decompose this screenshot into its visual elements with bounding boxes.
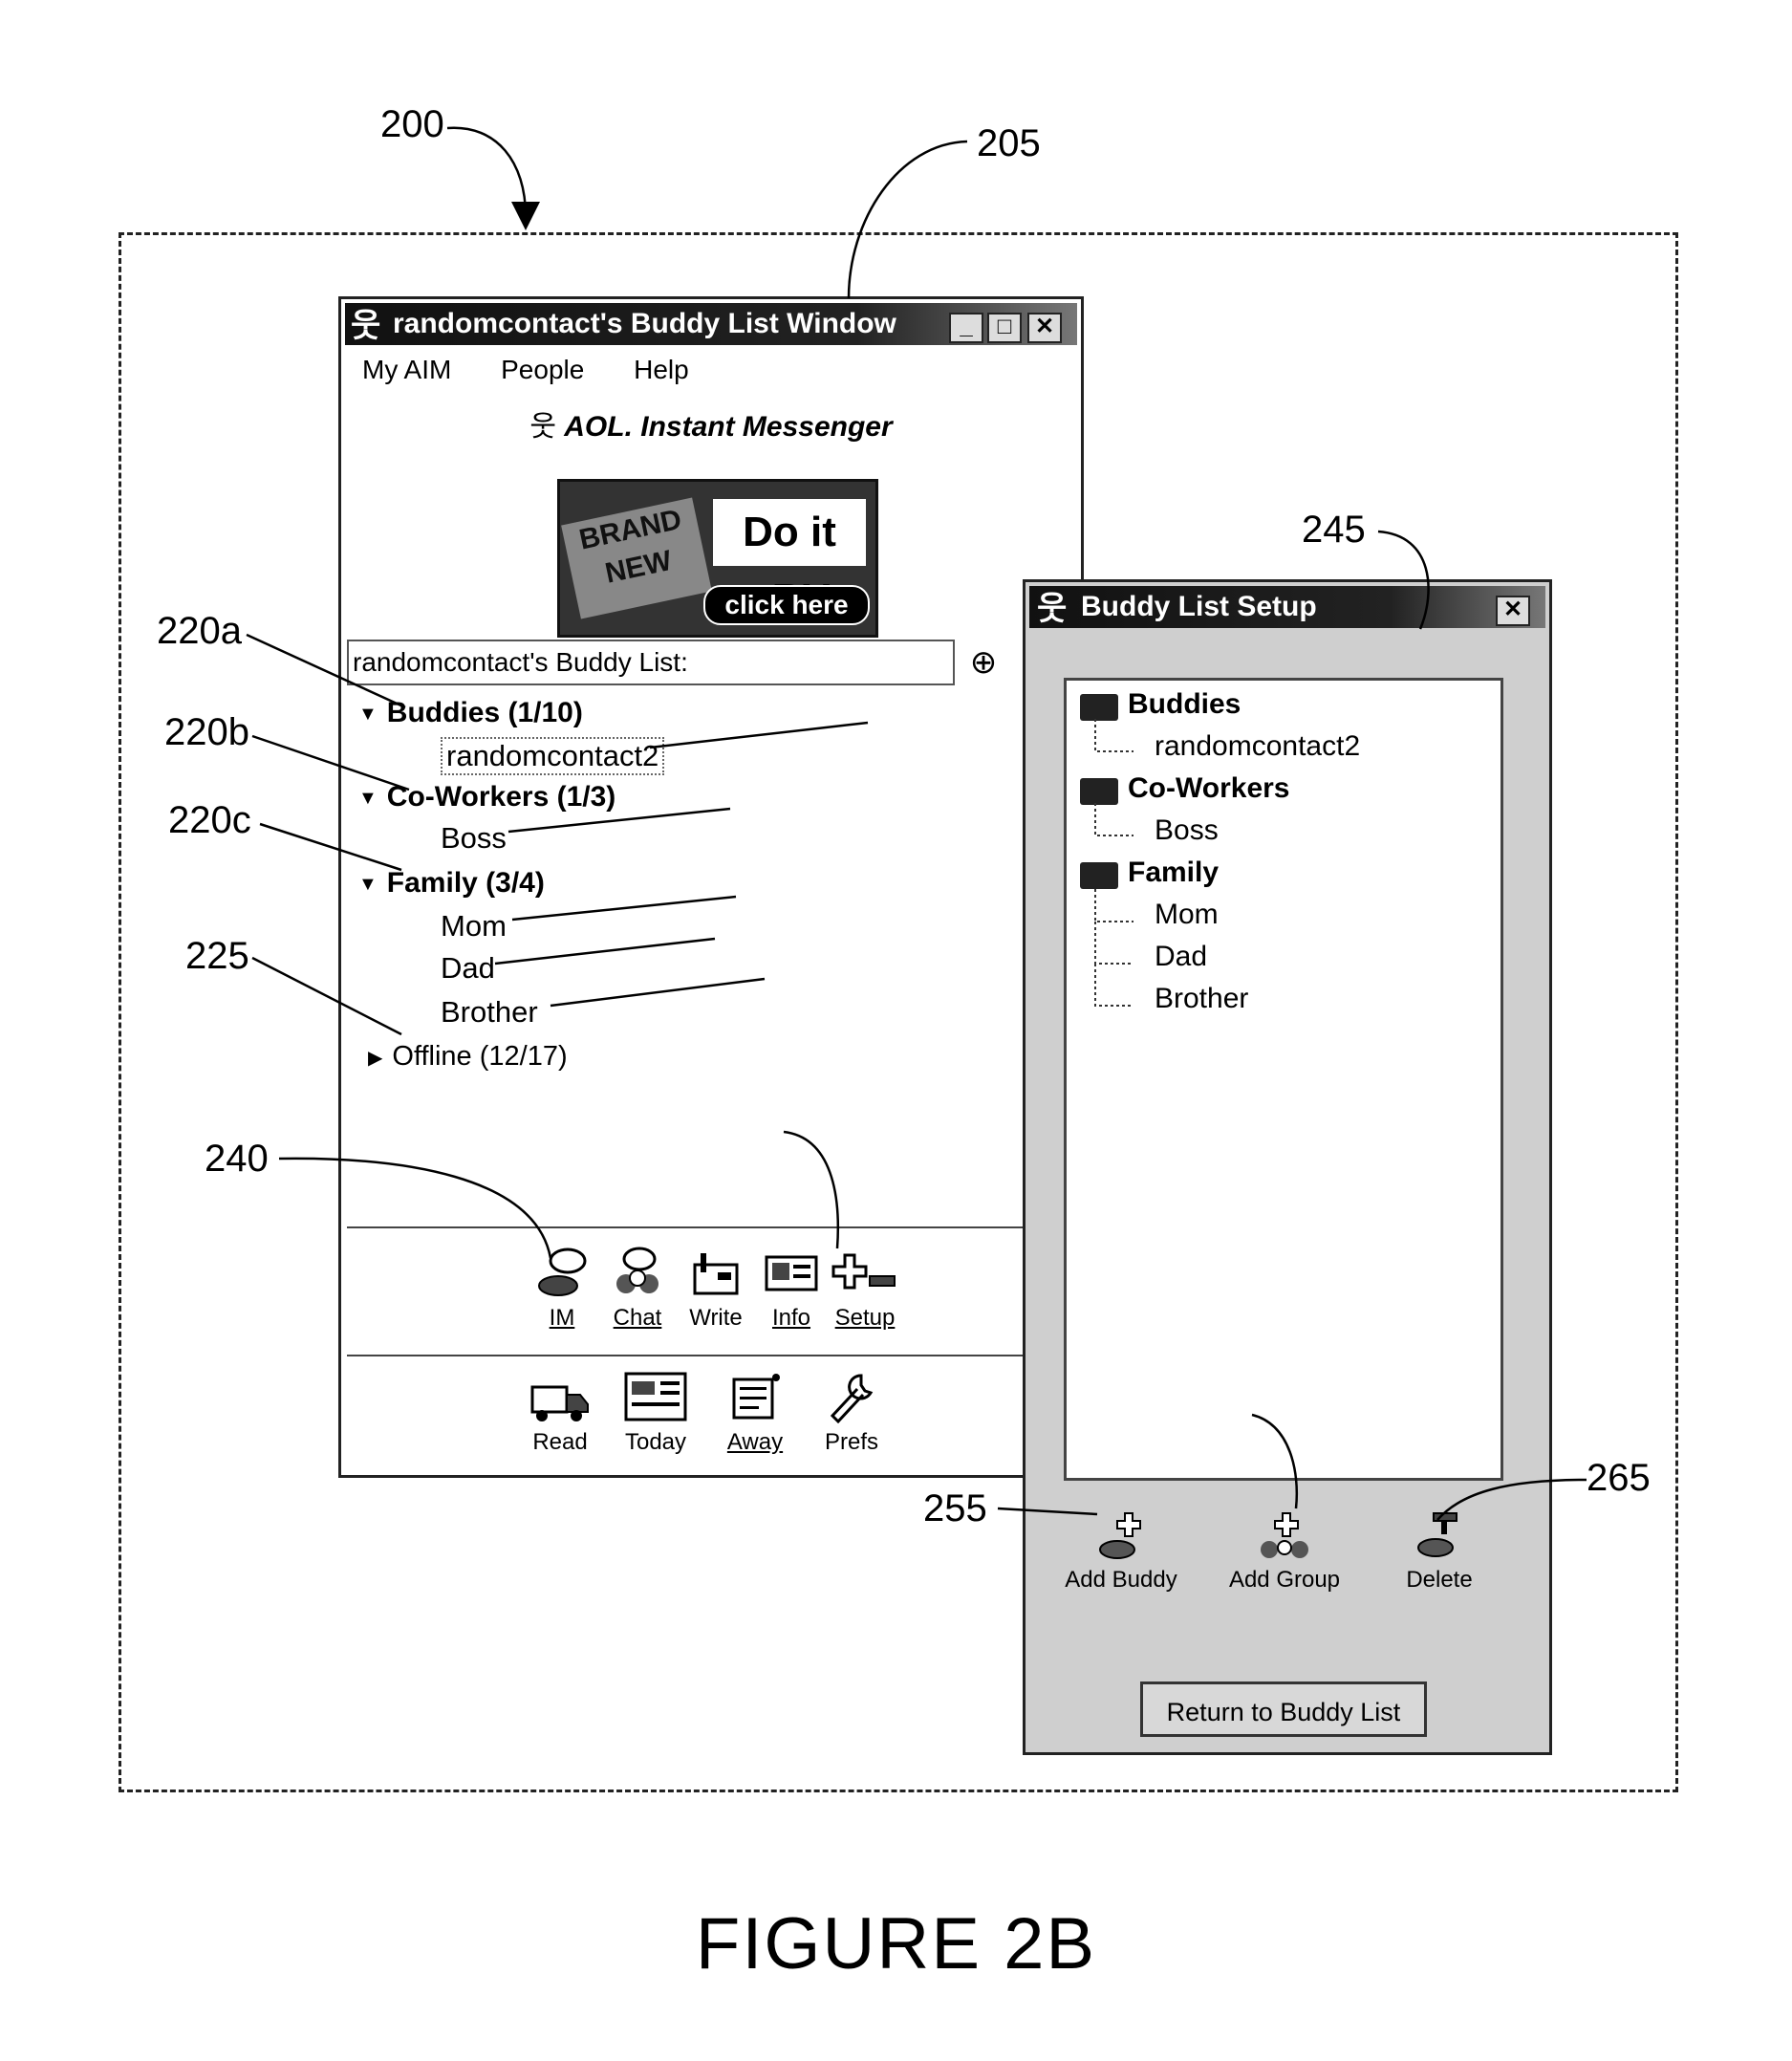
globe-icon[interactable]: ⊕ (961, 643, 1006, 682)
aim-logo-icon: 웃 (529, 411, 564, 443)
group-co-workers[interactable]: ▼Co-Workers (1/3) (358, 781, 615, 814)
add-group-icon (1254, 1509, 1315, 1561)
close-button[interactable]: ✕ (1027, 313, 1062, 343)
tree-item-dad[interactable]: Dad (1155, 941, 1207, 973)
setup-tree-panel: Buddies randomcontact2 Co-Workers Boss F… (1064, 678, 1503, 1481)
group-family[interactable]: ▼Family (3/4) (358, 867, 545, 900)
folder-icon (1080, 694, 1118, 721)
away-button[interactable]: Away (712, 1370, 798, 1456)
maximize-button[interactable]: □ (987, 313, 1022, 343)
buddy-boss[interactable]: Boss (441, 821, 507, 856)
ref-205: 205 (977, 122, 1041, 165)
read-button[interactable]: Read (519, 1370, 601, 1456)
toolbar-divider (347, 1226, 1075, 1228)
collapse-triangle-icon: ▶ (368, 1046, 382, 1070)
ebay-ad-banner[interactable]: BRAND NEW Do it eBY click here (557, 479, 878, 638)
add-buddy-icon (1092, 1509, 1150, 1561)
add-buddy-button[interactable]: Add Buddy (1054, 1509, 1188, 1594)
buddy-window-title: randomcontact's Buddy List Window (393, 308, 896, 339)
tree-group-buddies[interactable]: Buddies (1128, 688, 1241, 721)
ref-220a: 220a (157, 610, 242, 653)
im-icon (535, 1246, 589, 1299)
buddy-mom[interactable]: Mom (441, 909, 507, 944)
minimize-button[interactable]: _ (949, 313, 983, 343)
ref-240: 240 (205, 1138, 269, 1181)
aol-brand: 웃 AOL. Instant Messenger (353, 404, 1069, 450)
delete-icon (1413, 1509, 1466, 1561)
menu-people[interactable]: People (487, 355, 584, 384)
expand-triangle-icon: ▼ (358, 874, 378, 896)
newspaper-icon (622, 1370, 689, 1423)
ref-225: 225 (185, 935, 249, 978)
expand-triangle-icon: ▼ (358, 704, 378, 726)
buddy-randomcontact2[interactable]: randomcontact2 (441, 737, 664, 775)
tree-item-boss[interactable]: Boss (1155, 814, 1219, 847)
buddy-list-window: 웃 randomcontact's Buddy List Window _ □ … (338, 296, 1084, 1478)
today-button[interactable]: Today (613, 1370, 699, 1456)
ref-265: 265 (1587, 1457, 1651, 1500)
buddy-list-header: randomcontact's Buddy List: (347, 640, 955, 685)
ref-220c: 220c (168, 799, 251, 842)
menu-my-aim[interactable]: My AIM (349, 355, 451, 384)
group-buddies[interactable]: ▼Buddies (1/10) (358, 697, 583, 729)
expand-triangle-icon: ▼ (358, 788, 378, 810)
prefs-button[interactable]: Prefs (813, 1370, 890, 1456)
chat-icon (609, 1246, 666, 1299)
ad-ebay-logo: Do it eBY (713, 499, 866, 566)
add-group-button[interactable]: Add Group (1213, 1509, 1356, 1594)
aim-running-man-icon: 웃 (1037, 588, 1067, 628)
toolbar-divider (347, 1355, 1075, 1356)
tree-item-randomcontact2[interactable]: randomcontact2 (1155, 730, 1360, 763)
buddy-dad[interactable]: Dad (441, 951, 495, 986)
away-note-icon (726, 1370, 784, 1423)
return-to-buddy-list-button[interactable]: Return to Buddy List (1140, 1681, 1427, 1737)
aim-running-man-icon: 웃 (351, 305, 380, 345)
write-button[interactable]: Write (678, 1246, 754, 1332)
tree-item-brother[interactable]: Brother (1155, 983, 1248, 1015)
ref-220b: 220b (164, 711, 249, 754)
ref-245: 245 (1302, 509, 1366, 552)
mail-truck-icon (527, 1370, 594, 1423)
setup-window-titlebar: 웃 Buddy List Setup (1029, 586, 1545, 628)
figure-caption: FIGURE 2B (0, 1902, 1792, 1985)
mailbox-icon (689, 1246, 743, 1299)
delete-button[interactable]: Delete (1387, 1509, 1492, 1594)
ad-brand-new: BRAND NEW (561, 498, 712, 619)
tree-group-co-workers[interactable]: Co-Workers (1128, 772, 1289, 805)
aol-brand-text: AOL. Instant Messenger (564, 411, 892, 443)
buddy-brother[interactable]: Brother (441, 995, 538, 1030)
id-card-icon (763, 1246, 820, 1299)
leader-200 (447, 128, 526, 216)
group-offline[interactable]: ▶Offline (12/17) (368, 1041, 568, 1073)
plus-minus-icon (831, 1246, 898, 1299)
menu-help[interactable]: Help (620, 355, 689, 384)
info-button[interactable]: Info (758, 1246, 825, 1332)
wrench-icon (825, 1370, 878, 1423)
ref-200: 200 (380, 103, 444, 146)
tree-item-mom[interactable]: Mom (1155, 899, 1219, 931)
ad-click-here: click here (703, 585, 870, 625)
ref-255: 255 (923, 1487, 987, 1530)
im-button[interactable]: IM (529, 1246, 595, 1332)
buddy-list-setup-window: 웃 Buddy List Setup ✕ Buddies randomconta… (1023, 579, 1552, 1755)
setup-button[interactable]: Setup (827, 1246, 903, 1332)
setup-close-button[interactable]: ✕ (1496, 596, 1530, 626)
menu-bar: My AIM People Help (349, 349, 718, 391)
setup-window-title: Buddy List Setup (1081, 591, 1317, 622)
tree-connector-lines (1086, 719, 1143, 1015)
chat-button[interactable]: Chat (601, 1246, 674, 1332)
